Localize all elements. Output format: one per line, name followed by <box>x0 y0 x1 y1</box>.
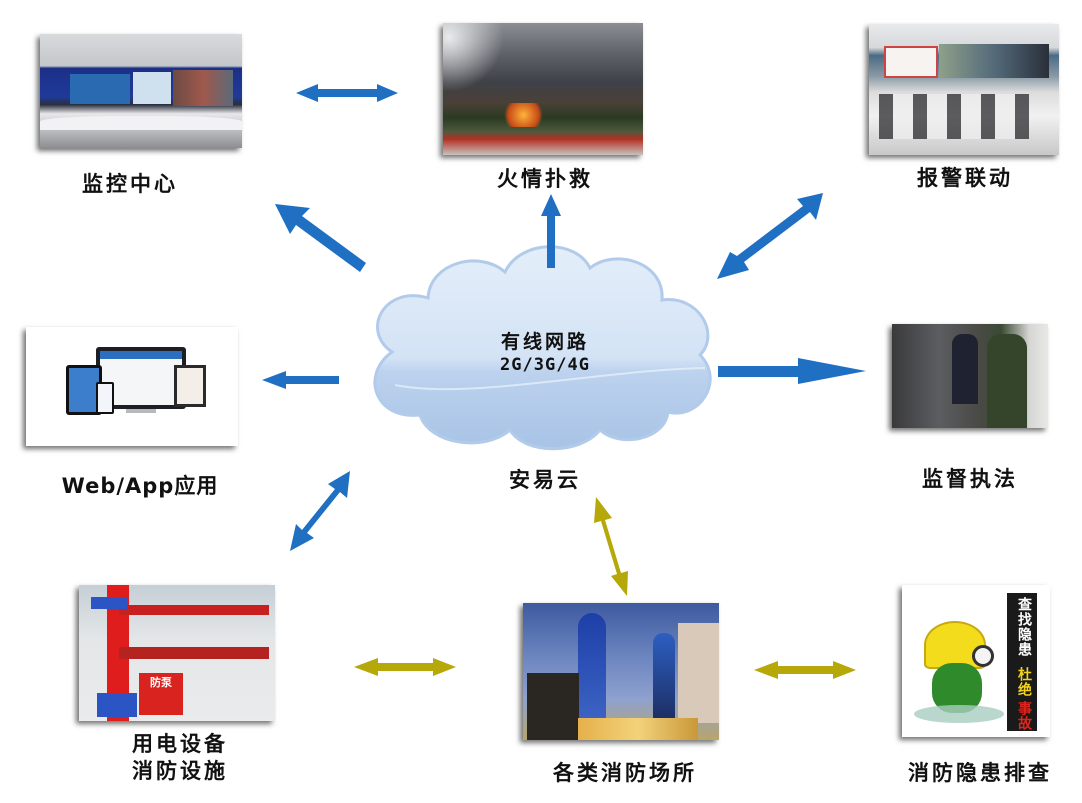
equipment-label-line2: 消防设施 <box>132 759 228 783</box>
cloud-label-generations: 2G/3G/4G <box>500 355 590 375</box>
fire-rescue-image <box>443 23 643 155</box>
arrow-cloud-to-webapp <box>262 371 339 389</box>
video-wall-cameras <box>173 70 233 106</box>
hazard-check-label: 消防隐患排查 <box>908 761 1052 785</box>
fire-pump: 防泵 <box>139 673 183 715</box>
monitoring-center-image <box>40 34 242 148</box>
web-app-image <box>26 327 238 446</box>
video-wall-panel <box>70 74 130 104</box>
phone <box>96 382 114 414</box>
arrow-monitoring-fire <box>296 84 398 102</box>
alarm-video-wall <box>939 44 1049 78</box>
alarm-screen <box>884 46 938 78</box>
smoke-cloud <box>443 23 503 93</box>
alarm-linkage-label: 报警联动 <box>917 166 1013 190</box>
arrow-cloud-venues <box>594 497 628 596</box>
side-building <box>678 623 719 723</box>
banner-text-yellow: 杜绝 <box>1016 667 1032 697</box>
slogan-banner: 查找隐患 杜绝 事故 <box>1007 593 1037 731</box>
lit-lobby <box>578 718 698 740</box>
cloud-label-network: 有线网路 <box>500 331 589 353</box>
blue-valve <box>91 597 127 609</box>
hazard-check-image: 查找隐患 杜绝 事故 <box>902 585 1050 737</box>
blue-tower <box>653 633 675 728</box>
banner-text-white: 查找隐患 <box>1016 597 1032 657</box>
monitoring-center-label: 监控中心 <box>82 172 178 196</box>
red-pipe-middle <box>119 647 269 659</box>
fire-flames <box>501 103 546 127</box>
venues-label: 各类消防场所 <box>553 761 697 785</box>
supervision-image <box>892 324 1048 428</box>
video-wall-map <box>133 72 171 104</box>
monitor-header <box>100 351 182 359</box>
equipment-image: 防泵 <box>79 585 275 721</box>
arrow-cloud-alarm <box>717 193 823 279</box>
dark-building <box>527 673 579 740</box>
arrow-equipment-venues <box>354 658 456 676</box>
red-pipe-vertical <box>107 585 129 721</box>
red-pipe-top <box>119 605 269 615</box>
supervision-label: 监督执法 <box>922 467 1018 491</box>
ground-shadow <box>914 705 1004 723</box>
alarm-linkage-image <box>869 24 1059 155</box>
console-desk <box>40 116 242 130</box>
arrow-venues-hazard <box>754 661 856 679</box>
arrow-cloud-equipment <box>290 471 350 551</box>
arrow-cloud-to-monitoring <box>275 204 366 272</box>
monitor-stand <box>126 409 156 413</box>
inspector-figure <box>952 334 978 404</box>
banner-text-red: 事故 <box>1016 701 1032 731</box>
arrow-cloud-to-fire <box>541 194 561 268</box>
equipment-label-line1: 用电设备 <box>132 732 228 756</box>
web-app-label: Web/App应用 <box>61 474 219 498</box>
green-uniform <box>932 663 982 713</box>
tall-tower <box>578 613 606 723</box>
magnifier-icon <box>972 645 994 667</box>
operator-desks <box>879 94 1029 139</box>
cloud-shape <box>373 245 712 451</box>
officer-figure <box>987 334 1027 428</box>
cloud-caption: 安易云 <box>509 468 581 492</box>
blue-flange <box>97 693 137 717</box>
venues-image <box>523 603 719 740</box>
fire-rescue-label: 火情扑救 <box>497 167 593 191</box>
laptop <box>174 365 206 407</box>
arrow-cloud-to-supervision <box>718 358 866 384</box>
